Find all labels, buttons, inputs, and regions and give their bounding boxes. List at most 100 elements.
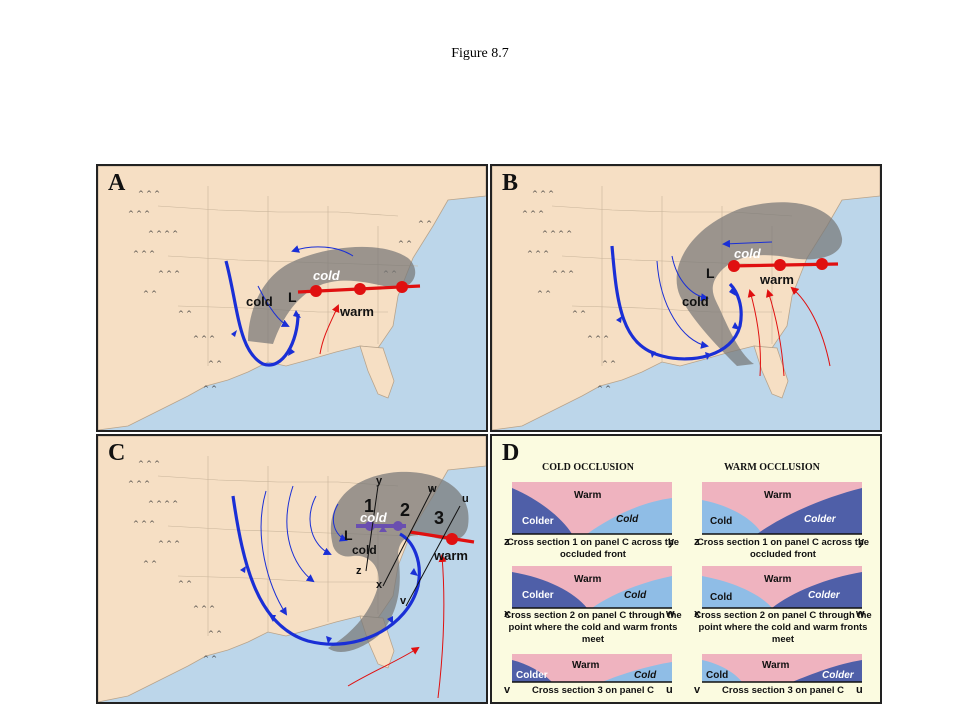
- svg-text:^ ^: ^ ^: [208, 630, 222, 638]
- isobar: [671, 255, 709, 302]
- low-pressure-label: L: [706, 265, 715, 281]
- cold-occlusion-heading: COLD OCCLUSION: [542, 462, 634, 473]
- label-colder: Colder: [822, 670, 855, 681]
- section-1-caption: Cross section 1 on panel C across the oc…: [506, 537, 680, 560]
- label-warm: warm: [759, 272, 794, 287]
- svg-text:^ ^ ^: ^ ^ ^: [193, 605, 215, 613]
- label-cold: Cold: [710, 592, 732, 603]
- label-warm: Warm: [574, 574, 602, 585]
- figure-title: Figure 8.7: [451, 46, 509, 61]
- endpoint-right: u: [856, 684, 863, 696]
- low-pressure-label: L: [344, 527, 353, 543]
- section-3-caption: Cross section 3 on panel C: [532, 685, 654, 696]
- warm-air-arrow: [766, 289, 785, 377]
- label-cold: Cold: [634, 670, 657, 681]
- panel-d: D COLD OCCLUSION WARM OCCLUSION Warm Col…: [490, 434, 882, 704]
- label-cold: Cold: [616, 514, 639, 525]
- low-pressure-label: L: [288, 289, 297, 305]
- svg-text:^ ^: ^ ^: [143, 290, 157, 298]
- cross-section-3-label: 3: [434, 508, 444, 528]
- label-cold: Cold: [710, 516, 732, 527]
- label-warm: Warm: [762, 660, 790, 671]
- svg-text:^ ^ ^: ^ ^ ^: [532, 190, 554, 198]
- section-3-caption: Cross section 3 on panel C: [722, 685, 844, 696]
- panel-letter: D: [502, 440, 520, 466]
- cold-front-teeth: [616, 287, 740, 360]
- svg-text:^ ^: ^ ^: [143, 560, 157, 568]
- florida: [753, 345, 789, 399]
- svg-text:^ ^ ^: ^ ^ ^: [158, 540, 180, 548]
- svg-text:^ ^: ^ ^: [178, 310, 192, 318]
- mountain-symbols: ^ ^ ^^ ^ ^^ ^ ^ ^^ ^ ^ ^ ^ ^^ ^^ ^^ ^ ^^…: [522, 190, 616, 393]
- panel-letter: B: [502, 170, 519, 196]
- svg-text:^ ^: ^ ^: [418, 220, 432, 228]
- mountain-symbols: ^ ^ ^^ ^ ^^ ^ ^ ^^ ^ ^ ^ ^ ^^ ^^ ^^ ^ ^^…: [128, 460, 222, 663]
- point-v-label: v: [400, 595, 407, 607]
- isobar: [257, 285, 290, 327]
- panel-b: ^ ^ ^^ ^ ^^ ^ ^ ^^ ^ ^ ^ ^ ^^ ^^ ^^ ^ ^^…: [490, 164, 882, 432]
- endpoint-right: y: [668, 536, 675, 548]
- svg-text:^ ^: ^ ^: [178, 580, 192, 588]
- panel-a: ^ ^ ^^ ^ ^^ ^ ^ ^^ ^ ^ ^ ^ ^^ ^^ ^^ ^ ^^…: [96, 164, 488, 432]
- svg-text:^ ^: ^ ^: [537, 290, 551, 298]
- label-cold-air: cold: [734, 246, 762, 261]
- cold-occlusion-section-1: Warm Colder Cold: [512, 482, 672, 535]
- svg-text:^ ^ ^: ^ ^ ^: [138, 460, 160, 468]
- svg-text:^ ^ ^: ^ ^ ^: [158, 270, 180, 278]
- isobar: [722, 239, 773, 248]
- svg-text:^ ^ ^ ^: ^ ^ ^ ^: [542, 230, 572, 238]
- panel-letter: A: [108, 170, 126, 196]
- cold-front: [610, 245, 743, 361]
- label-colder: Colder: [808, 590, 841, 601]
- label-cold: Cold: [624, 590, 647, 601]
- section-2-caption: Cross section 2 on panel C through the p…: [694, 610, 872, 645]
- cross-section-lines: [365, 485, 461, 607]
- label-warm: Warm: [764, 574, 792, 585]
- point-x-label: x: [376, 579, 383, 591]
- endpoint-left: z: [504, 536, 510, 548]
- cold-front: [231, 495, 421, 646]
- label-warm: warm: [433, 548, 468, 563]
- label-cold-air: cold: [313, 268, 341, 283]
- point-w-label: w: [427, 483, 437, 495]
- label-cold: cold: [682, 294, 709, 309]
- label-cold: Cold: [706, 670, 728, 681]
- label-colder: Colder: [516, 670, 548, 681]
- panel-letter: C: [108, 440, 126, 466]
- point-z-label: z: [356, 565, 362, 577]
- point-y-label: y: [376, 475, 383, 487]
- panel-a-map: ^ ^ ^^ ^ ^^ ^ ^ ^^ ^ ^ ^ ^ ^^ ^^ ^^ ^ ^^…: [98, 166, 486, 430]
- panel-c-map: ^ ^ ^^ ^ ^^ ^ ^ ^^ ^ ^ ^ ^ ^^ ^^ ^^ ^ ^^…: [98, 436, 486, 702]
- endpoint-right: y: [858, 536, 865, 548]
- warm-air-arrow: [319, 304, 340, 355]
- svg-text:^ ^: ^ ^: [602, 360, 616, 368]
- cold-front: [224, 260, 300, 367]
- cloud-shield: [676, 202, 843, 366]
- cold-occlusion-section-2: Warm Colder Cold: [512, 566, 672, 609]
- endpoint-right: w: [666, 608, 675, 620]
- warm-front-bumps: [446, 533, 458, 545]
- svg-text:^ ^ ^: ^ ^ ^: [138, 190, 160, 198]
- endpoint-right: w: [856, 608, 865, 620]
- endpoint-right: u: [666, 684, 673, 696]
- isobar: [291, 245, 354, 257]
- label-warm: warm: [339, 304, 374, 319]
- svg-text:^ ^: ^ ^: [203, 385, 217, 393]
- svg-text:^ ^ ^: ^ ^ ^: [552, 270, 574, 278]
- label-warm: Warm: [574, 490, 602, 501]
- svg-text:^ ^: ^ ^: [208, 360, 222, 368]
- label-cold: cold: [352, 543, 377, 557]
- section-1-caption: Cross section 1 on panel C across the oc…: [696, 537, 870, 560]
- cloud-shield: [328, 471, 469, 652]
- cold-front-teeth: [240, 566, 418, 644]
- isobar: [656, 260, 709, 349]
- warm-front: [409, 530, 475, 544]
- label-colder: Colder: [804, 514, 837, 525]
- isobars: [260, 485, 348, 616]
- warm-air-arrows: [347, 554, 447, 699]
- cross-section-1-label: 1: [364, 496, 374, 516]
- panel-b-map: ^ ^ ^^ ^ ^^ ^ ^ ^^ ^ ^ ^ ^ ^^ ^^ ^^ ^ ^^…: [492, 166, 880, 430]
- svg-text:^ ^ ^ ^: ^ ^ ^ ^: [148, 230, 178, 238]
- endpoint-left: x: [694, 608, 701, 620]
- panel-c: ^ ^ ^^ ^ ^^ ^ ^ ^^ ^ ^ ^ ^ ^^ ^^ ^^ ^ ^^…: [96, 434, 488, 704]
